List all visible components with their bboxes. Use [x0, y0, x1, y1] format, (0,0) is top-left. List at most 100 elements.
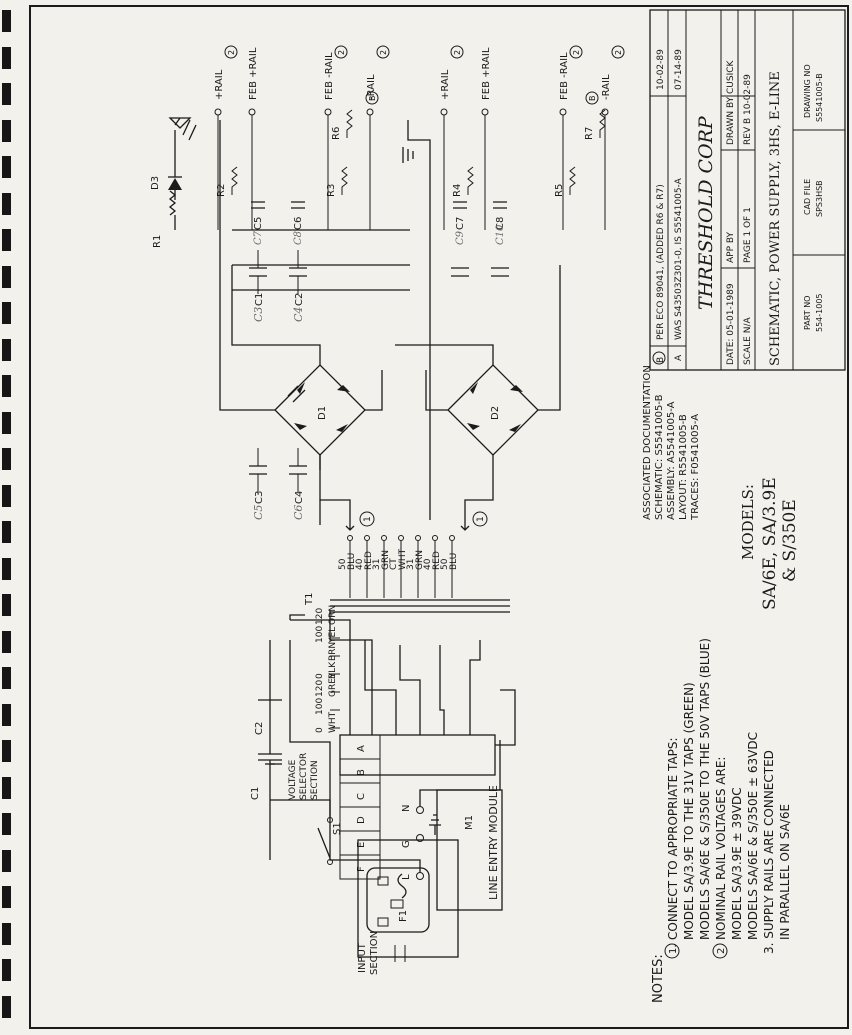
handwritten-cap-note: C9: [455, 230, 466, 245]
binder-hole: [2, 995, 11, 1018]
led-branch: R1 D3: [150, 117, 197, 248]
primary-tap-voltage: 120: [315, 608, 325, 625]
rev-a-date: 07-14-89: [674, 49, 684, 90]
d3-label: D3: [150, 176, 161, 190]
models-block: MODELS: SA/6E, SA/3.9E & S/350E: [739, 477, 800, 610]
secondary-tap-voltage: 31: [406, 559, 416, 570]
binder-hole: [2, 119, 11, 142]
resistor-r2-label: R2: [216, 184, 227, 197]
binder-hole: [2, 83, 11, 105]
binder-hole: [2, 521, 11, 543]
secondary-tap-color: GRN: [381, 550, 391, 570]
line-l-label: L: [401, 874, 412, 880]
binder-hole: [2, 448, 11, 470]
date-field: DATE: 05-01-1989: [726, 283, 736, 365]
note-2-ref: 2: [379, 50, 388, 55]
binder-hole: [2, 411, 11, 434]
binder-holes: [0, 0, 14, 1035]
voltage-selector-label-2: SELECTOR: [299, 753, 309, 800]
handwritten-cap-note: C6: [292, 505, 305, 520]
svg-text:1: 1: [476, 516, 486, 522]
note-2-ref: 2: [227, 50, 236, 55]
binder-hole: [2, 338, 11, 361]
selector-cell-f: F: [356, 866, 367, 872]
binder-hole: [2, 192, 11, 215]
binder-hole: [2, 740, 11, 762]
capacitor-c1-label: C1: [254, 293, 265, 306]
page-field: PAGE 1 OF 1: [743, 207, 753, 263]
note-2-line-2: MODEL SA/3.9E ± 39VDC: [730, 787, 744, 940]
drawing-no-value: S5541005-B: [815, 73, 824, 122]
secondary-tap-voltage: CT: [389, 558, 399, 570]
secondary-tap-color: GRN: [415, 550, 425, 570]
rev-field: REV B 10-02-89: [743, 74, 753, 145]
rev-b-description: PER ECO 89041, (ADDED R6 & R7): [656, 184, 666, 340]
secondary-tap-color: RED: [364, 551, 374, 570]
neutral-n-label: N: [401, 805, 412, 812]
handwritten-cap-note: C4: [292, 307, 305, 322]
primary-tap-voltage: 120: [315, 680, 325, 697]
assoc-doc-schematic: SCHEMATIC: S5541005-B: [654, 394, 665, 520]
assoc-doc-layout: LAYOUT: R5541005-B: [678, 414, 689, 520]
binder-hole: [2, 813, 11, 835]
capacitor-c7-label: C7: [455, 217, 466, 230]
capacitor-c8-label: C8: [495, 217, 506, 230]
binder-hole: [2, 630, 11, 653]
drawing-title: SCHEMATIC, POWER SUPPLY, 3HS, E-LINE: [768, 71, 783, 366]
resistor-r7-label: R7: [584, 127, 595, 140]
primary-tap-color: GREY: [328, 672, 338, 697]
notes: NOTES: 1. CONNECT TO APPROPRIATE TAPS: M…: [651, 638, 792, 1003]
rail-label: +RAIL: [440, 69, 451, 100]
selector-cell-d: D: [356, 816, 367, 824]
models-line-1: SA/6E, SA/3.9E: [760, 477, 780, 610]
secondary-tap-voltage: 40: [423, 558, 433, 570]
binder-hole: [2, 776, 11, 799]
note-3-line-1: 3. SUPPLY RAILS ARE CONNECTED: [762, 750, 776, 954]
secondary-tap-voltage: 31: [372, 559, 382, 570]
title-block: B PER ECO 89041, (ADDED R6 & R7) 10-02-8…: [649, 9, 846, 371]
assoc-doc-assembly: ASSEMBLY: A5541005-A: [666, 401, 677, 520]
notes-heading: NOTES:: [651, 954, 666, 1003]
primary-tap-voltage: 0: [315, 727, 325, 733]
binder-hole: [2, 959, 11, 981]
binder-hole: [2, 922, 11, 945]
note-2-line-1: NOMINAL RAIL VOLTAGES ARE:: [714, 757, 728, 940]
d1-label: D1: [317, 406, 328, 420]
associated-documentation: ASSOCIATED DOCUMENTATION SCHEMATIC: S554…: [642, 365, 701, 521]
assoc-doc-title: ASSOCIATED DOCUMENTATION: [642, 365, 653, 520]
part-no-label: PART NO: [803, 296, 812, 330]
svg-text:1: 1: [363, 516, 373, 522]
part-no-value: 554-1005: [815, 293, 824, 332]
s1-label: S1: [332, 822, 343, 835]
rail-label: -RAIL: [366, 74, 377, 100]
rail-label: +RAIL: [214, 69, 225, 100]
fuse-label: F1: [398, 910, 409, 922]
ground-g-label: G: [401, 840, 412, 848]
binder-hole: [2, 229, 11, 251]
rev-a-letter: A: [674, 354, 684, 361]
primary-tap-color: WHT: [328, 711, 338, 733]
bridge-d2: D2: [395, 265, 561, 520]
center-tap-ground: [407, 120, 431, 520]
drawn-by-field: DRAWN BY CUSICK: [726, 59, 736, 145]
c2-label: C2: [254, 722, 265, 735]
rail-label: -RAIL: [601, 74, 612, 100]
rev-b-date: 10-02-89: [656, 49, 666, 90]
primary-tap-voltage: 100: [315, 698, 325, 715]
secondary-tap-color: BLU: [347, 553, 357, 570]
t1-label: T1: [304, 593, 315, 606]
capacitor-c4-label: C4: [294, 491, 305, 504]
note-2-ref: 2: [337, 50, 346, 55]
rev-b-ref: B: [588, 96, 597, 102]
primary-tap-voltage: 100: [315, 626, 325, 643]
binder-hole: [2, 484, 11, 507]
note-1-line-1: CONNECT TO APPROPRIATE TAPS:: [666, 737, 680, 940]
secondary-tap-color: WHT: [398, 548, 408, 570]
rail-label: FEB +RAIL: [481, 47, 492, 100]
c1-label: C1: [250, 787, 261, 800]
primary-tap-color: YEL: [328, 627, 338, 644]
